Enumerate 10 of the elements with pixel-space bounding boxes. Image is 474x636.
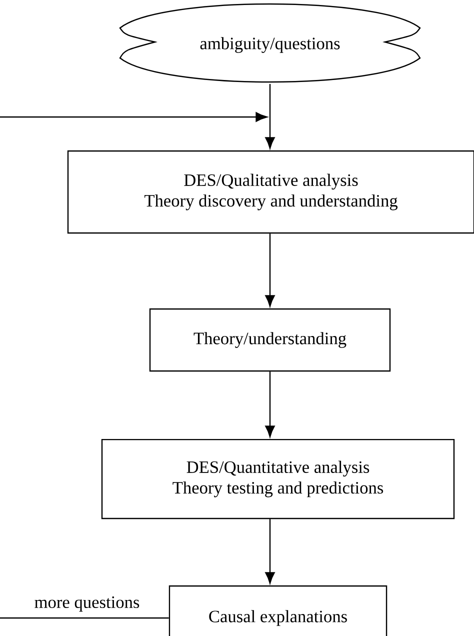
process-box: DES/Qualitative analysis Theory discovery and understanding xyxy=(67,150,474,234)
process-box: DES/Quantitative analysis Theory testing and predictions xyxy=(101,438,455,520)
arrow xyxy=(265,519,275,584)
arrow xyxy=(265,84,275,149)
arrow xyxy=(265,234,275,307)
arrow xyxy=(0,112,268,619)
process-box: Theory/understanding xyxy=(149,308,391,372)
edge-label: more questions xyxy=(32,595,142,613)
arrow xyxy=(265,372,275,438)
process-box: Causal explanations xyxy=(168,585,388,636)
